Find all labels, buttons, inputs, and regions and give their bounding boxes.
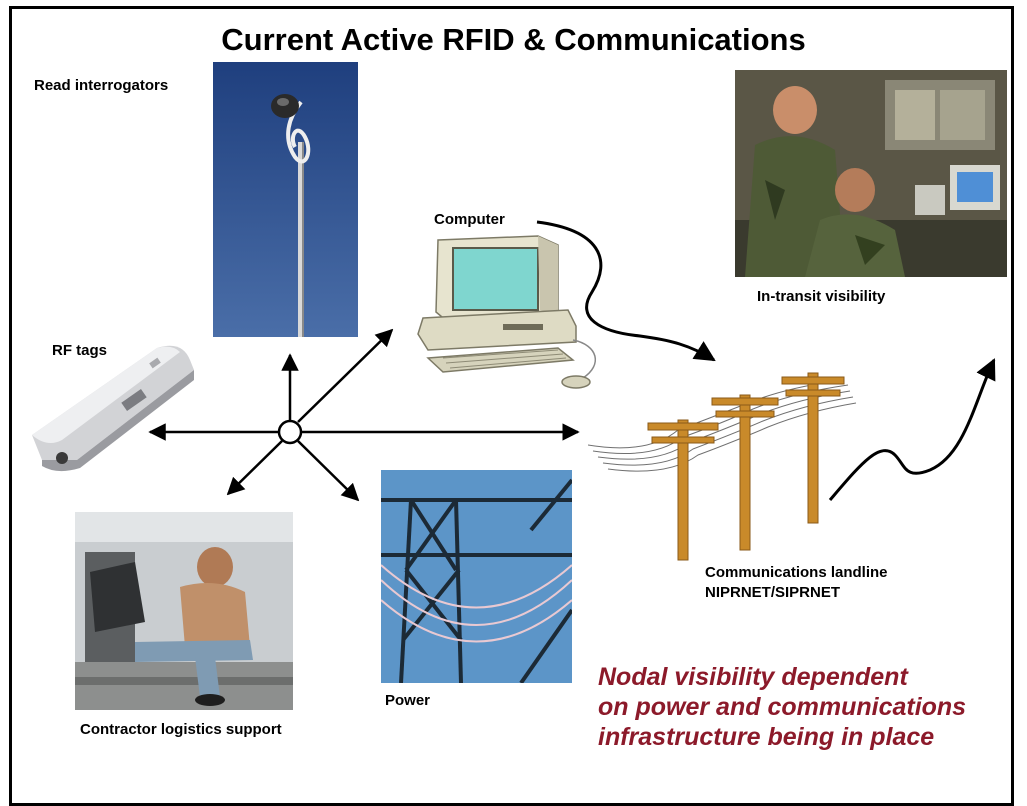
computer-label: Computer	[434, 211, 505, 228]
in-transit-label: In-transit visibility	[757, 288, 886, 305]
in-transit-photo	[735, 70, 1007, 277]
hub-node	[277, 419, 303, 445]
landline-to-in-transit-curve	[828, 358, 996, 501]
connector-arrows	[148, 220, 996, 502]
rf-tags-label: RF tags	[52, 342, 108, 359]
read-interrogator-photo	[213, 62, 358, 337]
note-line-3: infrastructure being in place	[598, 723, 935, 751]
page-title: Current Active RFID & Communications	[221, 22, 806, 57]
arrow-to-computer	[297, 328, 394, 423]
read-interrogators-label: Read interrogators	[34, 77, 169, 94]
note-line-1: Nodal visibility dependent	[598, 663, 908, 691]
arrow-to-power	[297, 440, 360, 502]
arrow-to-contractor	[226, 440, 283, 496]
computer-illustration	[408, 230, 608, 395]
power-tower-photo	[381, 470, 572, 683]
note-line-2: on power and communications	[598, 693, 967, 721]
landline-label-line2: NIPRNET/SIPRNET	[705, 584, 841, 601]
rf-tag-device	[22, 340, 197, 475]
contractor-photo	[75, 512, 293, 710]
landline-label-line1: Communications landline	[705, 564, 888, 581]
computer-to-landline-curve	[536, 220, 716, 362]
landline-poles-illustration	[588, 365, 858, 565]
power-label: Power	[385, 692, 431, 709]
visibility-note: Nodal visibility dependent on power and …	[598, 662, 966, 752]
contractor-label: Contractor logistics support	[80, 721, 282, 738]
